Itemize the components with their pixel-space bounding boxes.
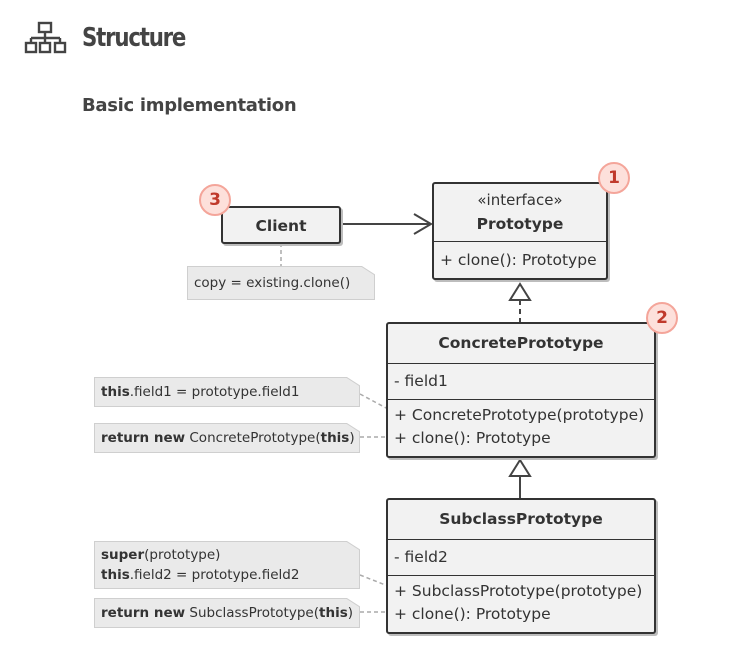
class-name: SubclassPrototype [439,510,603,528]
page-title: Structure [82,23,186,53]
badge-concrete: 2 [646,302,678,334]
concrete-ctor-note: this.field1 = prototype.field1 [94,377,360,407]
keyword: this [101,384,130,400]
realization-arrowhead [508,282,532,301]
hierarchy-icon [24,21,67,54]
class-fields: - field1 [388,364,654,400]
method: + ConcretePrototype(prototype) [394,406,645,424]
note-text: (prototype) [144,547,221,563]
note-link [359,393,389,410]
note-fold [346,541,360,550]
subclass-clone-note: return new SubclassPrototype(this) [94,598,360,628]
note-text: SubclassPrototype( [185,605,319,621]
field: - field2 [394,548,448,566]
subheading: Basic implementation [82,95,297,116]
subclass-prototype-class: SubclassPrototype - field2 + SubclassPro… [386,498,656,634]
badge-prototype: 1 [598,162,630,194]
prototype-header: «interface» Prototype [434,184,606,242]
keyword: this [320,430,350,446]
class-header: ConcretePrototype [388,324,654,364]
keyword: super [101,547,145,563]
generalization-arrowhead [508,458,532,477]
class-name: Prototype [476,215,564,233]
client-note: copy = existing.clone() [187,266,375,300]
note-text: .field2 = prototype.field2 [129,567,300,583]
class-header: SubclassPrototype [388,500,654,540]
note-fold [346,423,360,432]
note-text: .field1 = prototype.field1 [129,384,300,400]
note-fold [361,266,375,275]
keyword: this [101,567,130,583]
note-link [359,574,389,587]
concrete-clone-note: return new ConcretePrototype(this) [94,423,360,453]
class-name: ConcretePrototype [438,334,604,352]
prototype-methods: + clone(): Prototype [434,242,606,278]
note-text: ) [349,430,355,446]
note-fold [346,377,360,386]
method: + clone(): Prototype [440,251,597,269]
note-fold [346,598,360,607]
class-methods: + SubclassPrototype(prototype) + clone()… [388,576,654,632]
class-name: Client [255,217,307,235]
method: + clone(): Prototype [394,429,551,447]
class-methods: + ConcretePrototype(prototype) + clone()… [388,400,654,456]
method: + clone(): Prototype [394,605,551,623]
note-text: ) [347,605,354,621]
keyword: return new [101,430,186,446]
arrowhead [413,213,433,235]
note-text: ConcretePrototype( [185,430,321,446]
note-text: copy = existing.clone() [194,275,351,291]
keyword: return new [101,605,186,621]
concrete-prototype-class: ConcretePrototype - field1 + ConcretePro… [386,322,656,458]
keyword: this [319,605,348,621]
stereotype-label: «interface» [477,191,563,209]
client-class: Client [221,206,341,244]
subclass-ctor-note: super(prototype) this.field2 = prototype… [94,541,360,589]
field: - field1 [394,372,448,390]
section-heading: Structure [24,18,208,58]
method: + SubclassPrototype(prototype) [394,582,643,600]
badge-client: 3 [199,184,231,216]
class-fields: - field2 [388,540,654,576]
prototype-class: «interface» Prototype + clone(): Prototy… [432,182,608,280]
